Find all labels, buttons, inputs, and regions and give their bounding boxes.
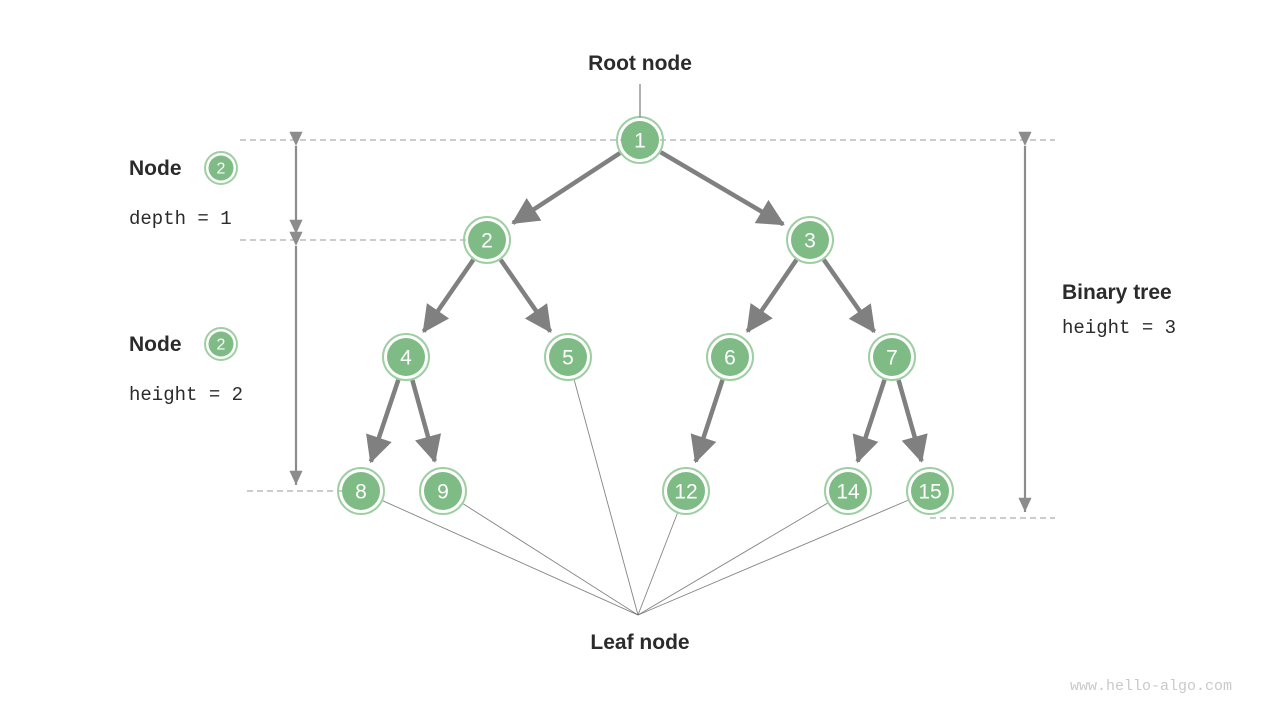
node-circle-2 (468, 221, 506, 259)
edge-3-to-6 (745, 258, 799, 333)
tree-node-8[interactable]: 8 (337, 467, 385, 515)
tree-node-6[interactable]: 6 (706, 333, 754, 381)
node-circle-9 (424, 472, 462, 510)
depth-annotation-title: Node (129, 157, 182, 180)
guide-lines (240, 139, 1055, 519)
tree-height-annotation-value: height = 3 (1062, 317, 1177, 339)
node-ring-5 (544, 333, 592, 381)
node-circle-5 (549, 338, 587, 376)
node-height-annotation-value: height = 2 (129, 384, 244, 406)
tree-node-5[interactable]: 5 (544, 333, 592, 381)
tree-node-4[interactable]: 4 (382, 333, 430, 381)
annotation-badges: 22 (204, 151, 238, 361)
node-circle-7 (873, 338, 911, 376)
depth-badge-ring (204, 151, 238, 185)
leaf-leader-lines (382, 380, 909, 616)
node-ring-12 (662, 467, 710, 515)
node-height-badge-node: 2 (204, 327, 238, 361)
edge-2-to-4 (421, 258, 476, 333)
edge-6-to-12 (690, 379, 725, 464)
node-ring-7 (868, 333, 916, 381)
tree-node-7[interactable]: 7 (868, 333, 916, 381)
node-value-1: 1 (634, 130, 646, 153)
node-ring-6 (706, 333, 754, 381)
depth-badge-node: 2 (204, 151, 238, 185)
node-height-badge-circle (208, 331, 234, 357)
node-height-badge-value: 2 (217, 337, 226, 354)
edge-2-to-5 (498, 258, 553, 333)
node-value-4: 4 (400, 347, 412, 370)
edge-4-to-8 (366, 379, 401, 464)
tree-node-2[interactable]: 2 (463, 216, 511, 264)
depth-badge-value: 2 (217, 161, 226, 178)
node-circle-14 (829, 472, 867, 510)
measure-arrows (289, 131, 1032, 512)
node-value-2: 2 (481, 230, 493, 253)
edge-4-to-9 (410, 379, 442, 463)
tree-node-1[interactable]: 1 (616, 116, 664, 164)
node-height-badge-ring (204, 327, 238, 361)
node-value-5: 5 (562, 347, 574, 370)
edge-3-to-7 (821, 258, 877, 334)
leaf-leader-line-12 (637, 513, 678, 616)
edge-1-to-2 (511, 151, 622, 225)
edge-1-to-3 (659, 150, 785, 227)
tree-node-14[interactable]: 14 (824, 467, 872, 515)
tree-edges (366, 150, 928, 464)
node-circle-12 (667, 472, 705, 510)
leaf-leader-line-5 (573, 380, 639, 616)
edge-7-to-14 (852, 379, 887, 464)
tree-node-12[interactable]: 12 (662, 467, 710, 515)
node-value-12: 12 (674, 481, 697, 504)
node-ring-2 (463, 216, 511, 264)
node-circle-15 (911, 472, 949, 510)
edge-7-to-15 (896, 379, 928, 463)
node-circle-4 (387, 338, 425, 376)
node-value-3: 3 (804, 230, 816, 253)
depth-annotation-value: depth = 1 (129, 208, 232, 230)
leaf-leader-line-15 (637, 499, 909, 616)
node-ring-3 (786, 216, 834, 264)
tree-node-15[interactable]: 15 (906, 467, 954, 515)
leaf-leader-line-8 (382, 500, 639, 616)
node-ring-15 (906, 467, 954, 515)
node-circle-3 (791, 221, 829, 259)
node-value-9: 9 (437, 481, 449, 504)
depth-badge-circle (208, 155, 234, 181)
node-ring-9 (419, 467, 467, 515)
tree-node-9[interactable]: 9 (419, 467, 467, 515)
node-ring-4 (382, 333, 430, 381)
node-value-7: 7 (886, 347, 898, 370)
node-value-15: 15 (918, 481, 941, 504)
leaf-leader-line-14 (637, 502, 828, 616)
node-circle-1 (621, 121, 659, 159)
root-node-callout-label: Root node (588, 52, 692, 75)
node-height-annotation-title: Node (129, 333, 182, 356)
tree-node-3[interactable]: 3 (786, 216, 834, 264)
node-circle-6 (711, 338, 749, 376)
node-value-6: 6 (724, 347, 736, 370)
node-value-14: 14 (836, 481, 860, 504)
site-watermark: www.hello-algo.com (1070, 678, 1233, 695)
node-ring-14 (824, 467, 872, 515)
leaf-node-callout-label: Leaf node (590, 631, 690, 654)
tree-height-annotation-title: Binary tree (1062, 281, 1172, 304)
node-circle-8 (342, 472, 380, 510)
leaf-leader-line-9 (463, 503, 639, 616)
node-value-8: 8 (355, 481, 367, 504)
node-ring-8 (337, 467, 385, 515)
